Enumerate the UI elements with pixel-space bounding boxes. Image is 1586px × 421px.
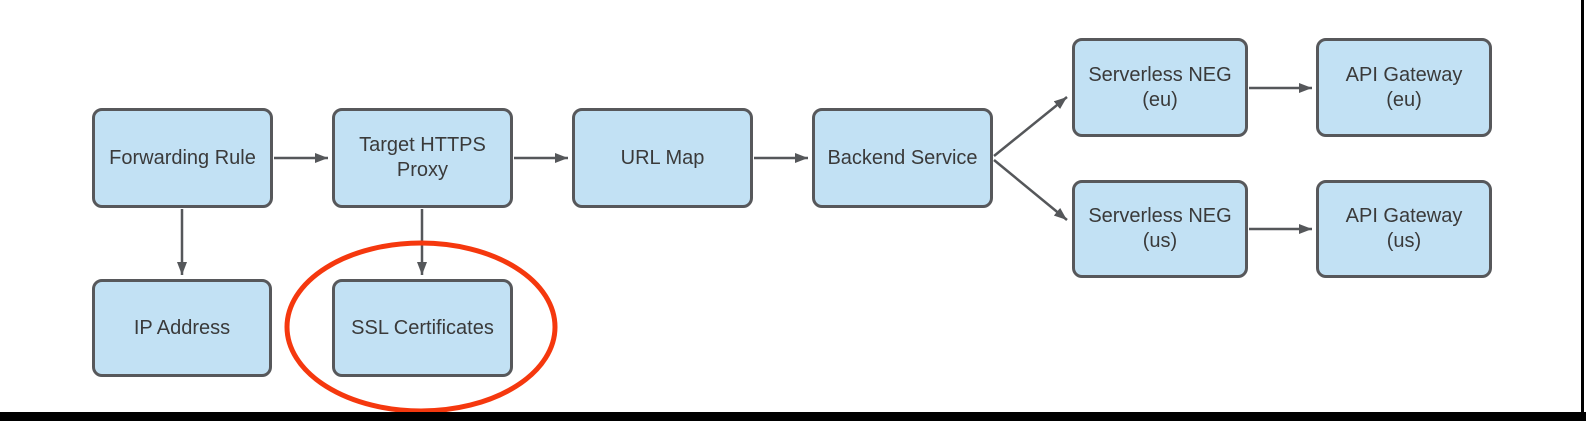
node-label: Target HTTPS Proxy bbox=[359, 134, 486, 181]
node-label: API Gateway (us) bbox=[1345, 205, 1463, 252]
node-label: URL Map bbox=[620, 146, 705, 169]
window-edge-right bbox=[1581, 0, 1584, 421]
node-target-https-proxy: Target HTTPS Proxy bbox=[332, 108, 513, 208]
node-url-map: URL Map bbox=[572, 108, 753, 208]
node-label: Forwarding Rule bbox=[109, 146, 256, 169]
node-api-gateway-us: API Gateway (us) bbox=[1316, 180, 1492, 278]
node-ip-address: IP Address bbox=[92, 279, 272, 377]
window-edge-bottom bbox=[0, 412, 1586, 421]
node-forwarding-rule: Forwarding Rule bbox=[92, 108, 273, 208]
edge-backend-service-to-serverless-neg-us bbox=[993, 159, 1068, 221]
edge-backend-service-to-serverless-neg-eu bbox=[993, 96, 1068, 157]
node-label: API Gateway (eu) bbox=[1345, 63, 1463, 111]
node-serverless-neg-us: Serverless NEG (us) bbox=[1072, 180, 1248, 278]
node-api-gateway-eu: API Gateway (eu) bbox=[1316, 38, 1492, 137]
node-label: Backend Service bbox=[827, 146, 978, 169]
node-label: SSL Certificates bbox=[351, 316, 494, 339]
node-label: Serverless NEG (eu) bbox=[1088, 63, 1232, 111]
node-backend-service: Backend Service bbox=[812, 108, 993, 208]
node-label: Serverless NEG (us) bbox=[1088, 205, 1232, 252]
node-ssl-certificates: SSL Certificates bbox=[332, 279, 513, 377]
node-label: IP Address bbox=[133, 316, 231, 339]
node-serverless-neg-eu: Serverless NEG (eu) bbox=[1072, 38, 1248, 137]
